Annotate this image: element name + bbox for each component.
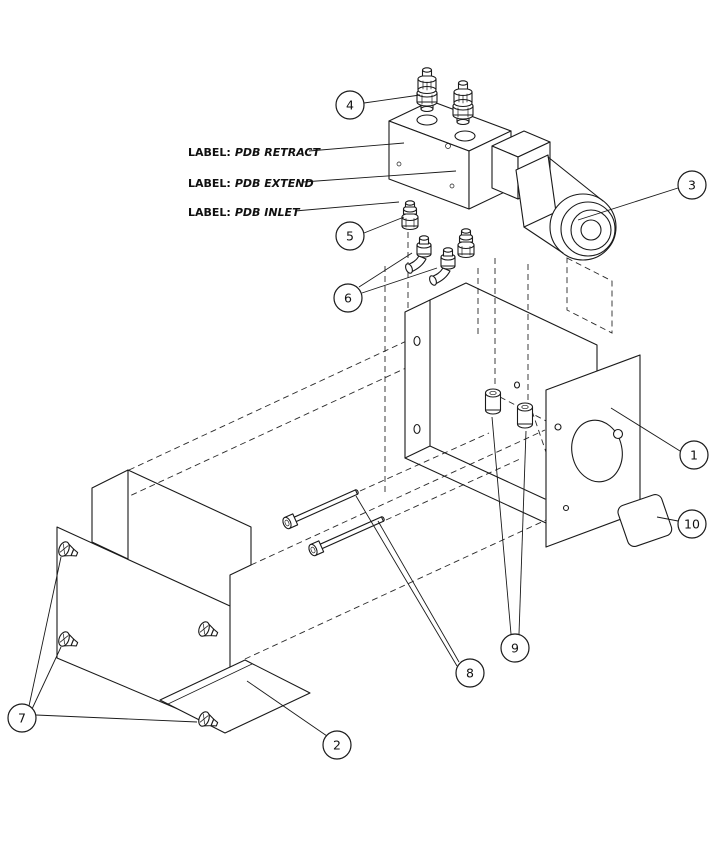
projection-outline (566, 257, 613, 334)
flange-hole (413, 423, 421, 435)
svg-text:9: 9 (511, 641, 519, 656)
leader-line (377, 520, 460, 663)
svg-text:6: 6 (344, 291, 352, 306)
callout-8: 8 (455, 658, 485, 688)
solenoid-coil (515, 154, 617, 261)
leader-line (246, 680, 328, 737)
mounting-bracket-right (404, 282, 641, 548)
svg-text:3: 3 (688, 178, 696, 193)
plate-hole (562, 504, 570, 512)
leader-line (308, 142, 405, 152)
projection-line (359, 432, 490, 492)
bracket-left-flange (404, 299, 431, 459)
leader-lines (28, 94, 681, 737)
leader-line (355, 495, 458, 667)
large-bore-hole (571, 419, 623, 483)
projection-line (128, 330, 429, 471)
leader-line (31, 646, 62, 710)
label-pdb-extend: LABEL:PDB EXTEND (188, 177, 314, 190)
svg-text:1: 1 (690, 448, 698, 463)
plate-hole (554, 423, 562, 431)
screw-hole (396, 161, 402, 167)
svg-text:10: 10 (684, 517, 700, 532)
port-hole (416, 114, 438, 126)
screw-hole (445, 143, 451, 149)
leader-line (610, 407, 681, 452)
callout-6: 6 (333, 283, 363, 313)
socket-head-screw (280, 485, 361, 531)
callout-10: 10 (677, 509, 707, 539)
svg-text:4: 4 (346, 98, 354, 113)
callout-4: 4 (335, 90, 365, 120)
spacer-left (484, 388, 502, 415)
leader-line (577, 187, 679, 221)
svg-text:2: 2 (333, 738, 341, 753)
projection-line (94, 367, 407, 513)
label-pdb-retract: LABEL:PDB RETRACT (188, 146, 321, 159)
svg-text:5: 5 (346, 229, 354, 244)
mounting-plate-left (56, 469, 311, 734)
leader-line (302, 170, 457, 183)
adhesive-label-plate (617, 494, 673, 547)
callout-9: 9 (500, 633, 530, 663)
projection-line (385, 458, 521, 521)
leader-line (28, 556, 62, 707)
leader-line (518, 430, 527, 635)
port-hole (454, 130, 476, 142)
text-labels: LABEL:PDB RETRACT LABEL:PDB EXTEND LABEL… (188, 146, 321, 219)
keyway-notch (612, 428, 624, 440)
leader-line (358, 252, 413, 288)
fitting-straight (457, 228, 475, 259)
leader-line (656, 516, 679, 522)
flange-fold-line (167, 663, 253, 705)
back-wall-hole (513, 381, 521, 389)
fitting-elbow-right (427, 247, 456, 287)
callout-2: 2 (322, 730, 352, 760)
callout-1: 1 (679, 440, 709, 470)
callout-7: 7 (7, 703, 37, 733)
callout-3: 3 (677, 170, 707, 200)
leader-line (491, 416, 512, 635)
socket-head-screw (306, 512, 387, 558)
leader-line (361, 267, 438, 294)
callout-5: 5 (335, 221, 365, 251)
leader-line (294, 201, 400, 212)
projection-line (244, 519, 547, 660)
screw-hole (449, 183, 455, 189)
plate-step-edge (127, 469, 252, 607)
fitting-top-left (416, 67, 438, 113)
leader-line (363, 216, 405, 234)
fitting-inlet (401, 200, 419, 231)
plate-top-tab (91, 469, 129, 560)
svg-text:8: 8 (466, 666, 474, 681)
leader-line (35, 714, 198, 723)
leader-line (363, 94, 421, 104)
svg-text:7: 7 (18, 711, 26, 726)
fitting-top-right (452, 80, 474, 126)
flange-hole (413, 335, 421, 347)
projection-line (250, 429, 546, 566)
label-pdb-inlet: LABEL:PDB INLET (188, 206, 301, 219)
spacer-right (516, 402, 534, 429)
